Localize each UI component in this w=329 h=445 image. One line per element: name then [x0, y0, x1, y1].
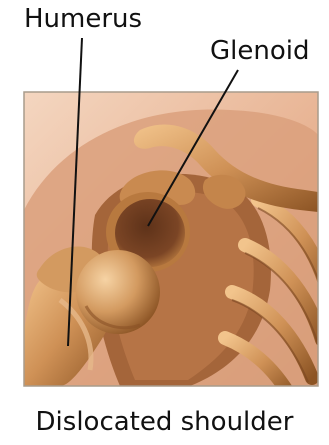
humerus-label: Humerus [24, 4, 142, 34]
glenoid-label: Glenoid [210, 36, 309, 66]
humeral-head [76, 250, 160, 334]
illustration-panel [24, 92, 329, 396]
figure-caption: Dislocated shoulder [0, 407, 329, 437]
